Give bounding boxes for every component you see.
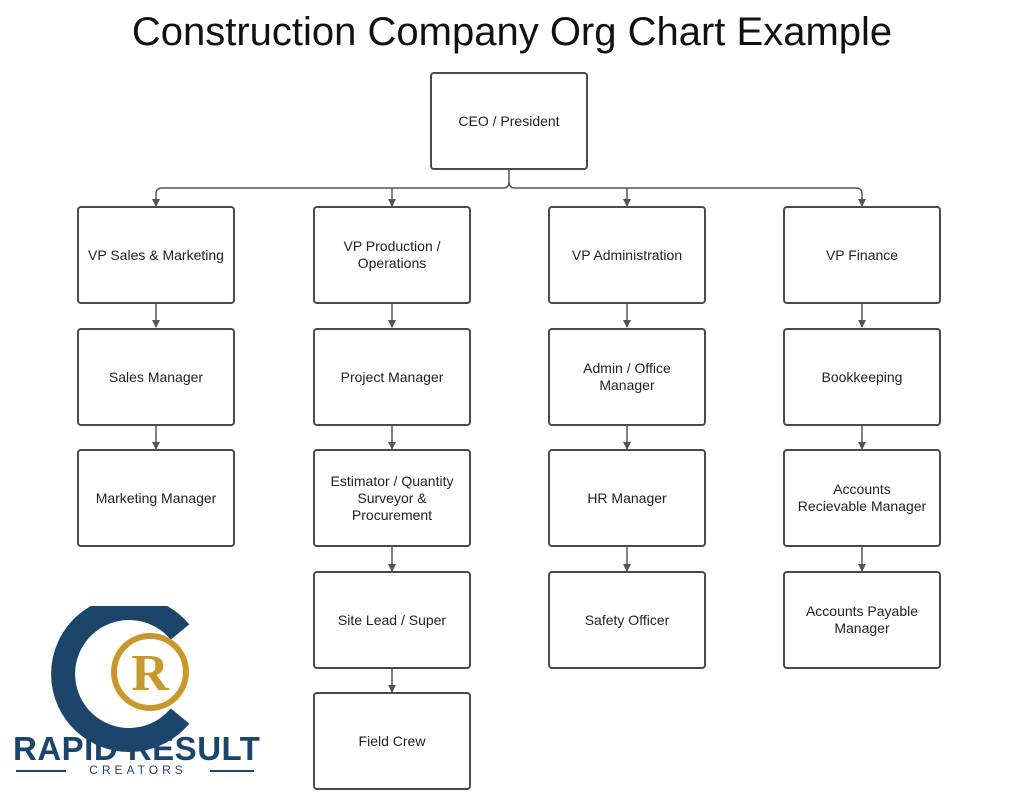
logo-c-arc [51,606,190,752]
bookkeeping-box: Bookkeeping [783,328,941,426]
logo-subtitle: CREATORS [89,763,187,777]
vp-finance-box: VP Finance [783,206,941,304]
site-lead-super-box: Site Lead / Super [313,571,471,669]
ceo-box: CEO / President [430,72,588,170]
sales-manager-box: Sales Manager [77,328,235,426]
project-manager-box: Project Manager [313,328,471,426]
rapid-result-creators-logo: R [51,606,190,752]
logo-gold-ring [111,633,189,711]
vp-administration-box: VP Administration [548,206,706,304]
field-crew-box: Field Crew [313,692,471,790]
vp-production-operations-box: VP Production / Operations [313,206,471,304]
marketing-manager-box: Marketing Manager [77,449,235,547]
estimator-quantity-surveyor-box: Estimator / Quantity Surveyor & Procurem… [313,449,471,547]
accounts-payable-manager-box: Accounts Payable Manager [783,571,941,669]
accounts-receivable-manager-box: Accounts Recievable Manager [783,449,941,547]
chart-title: Construction Company Org Chart Example [131,10,893,54]
safety-officer-box: Safety Officer [548,571,706,669]
hr-manager-box: HR Manager [548,449,706,547]
logo-monogram: R [131,645,170,702]
logo-name: RAPID RESULT [13,730,261,767]
admin-office-manager-box: Admin / Office Manager [548,328,706,426]
vp-sales-marketing-box: VP Sales & Marketing [77,206,235,304]
logo-rule-left [16,770,66,772]
logo-rule-right [210,770,254,772]
